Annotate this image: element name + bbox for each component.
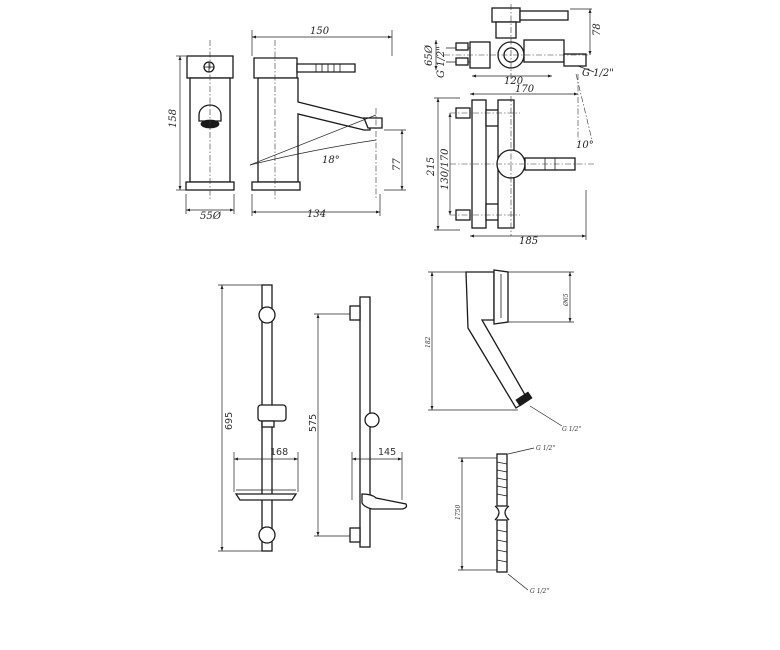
bath-thread-a-label: G 1/2" [436, 46, 447, 78]
bath-height-label: 215 [426, 157, 437, 177]
bath-width-120-label: 120 [504, 76, 524, 87]
bath-spread-label: 185 [519, 236, 538, 247]
basin-height-label: 158 [168, 109, 179, 128]
shower-head-dia-label: Ø65 [563, 293, 570, 307]
basin-depth-label: 134 [307, 209, 326, 220]
bath-mixer-front-view: 170 10° 215 130/170 185 [426, 73, 596, 247]
basin-spout-angle-label: 18° [322, 155, 340, 166]
shower-hose: G 1/2" 1750 G 1/2" [455, 445, 555, 595]
hose-thread-top-label: G 1/2" [536, 445, 555, 452]
rail-a-dish-label: 168 [270, 447, 288, 458]
basin-mixer-side-view: 18° 150 134 77 [249, 26, 406, 220]
bath-thread-b-label: G 1/2" [582, 68, 614, 79]
shower-head-length-label: 182 [425, 336, 432, 348]
rail-a-height-label: 695 [224, 412, 235, 430]
rail-b-dish-label: 145 [378, 447, 396, 458]
basin-top-width-label: 150 [310, 26, 330, 37]
shower-rail-b: 575 145 [308, 296, 408, 548]
bath-mixer-top-view: 78 65Ø G 1/2" G 1/2" 120 [424, 4, 614, 87]
shower-head: 182 Ø65 G 1/2" [425, 269, 581, 433]
basin-spout-height-label: 77 [392, 158, 403, 171]
bath-centers-label: 130/170 [440, 148, 451, 190]
shower-head-thread-label: G 1/2" [562, 426, 581, 433]
bath-angle-label: 10° [576, 140, 594, 151]
bath-body-dia-label: 65Ø [424, 44, 435, 66]
hose-length-label: 1750 [455, 505, 462, 520]
rail-b-height-label: 575 [308, 414, 319, 432]
bath-width-170-label: 170 [515, 84, 535, 95]
hose-thread-bottom-label: G 1/2" [530, 588, 549, 595]
basin-base-width-label: 55Ø [200, 211, 222, 222]
shower-rail-a: 695 168 [218, 284, 299, 552]
bath-handle-offset-label: 78 [592, 23, 603, 36]
basin-mixer-front-view: 158 55Ø [168, 40, 235, 222]
